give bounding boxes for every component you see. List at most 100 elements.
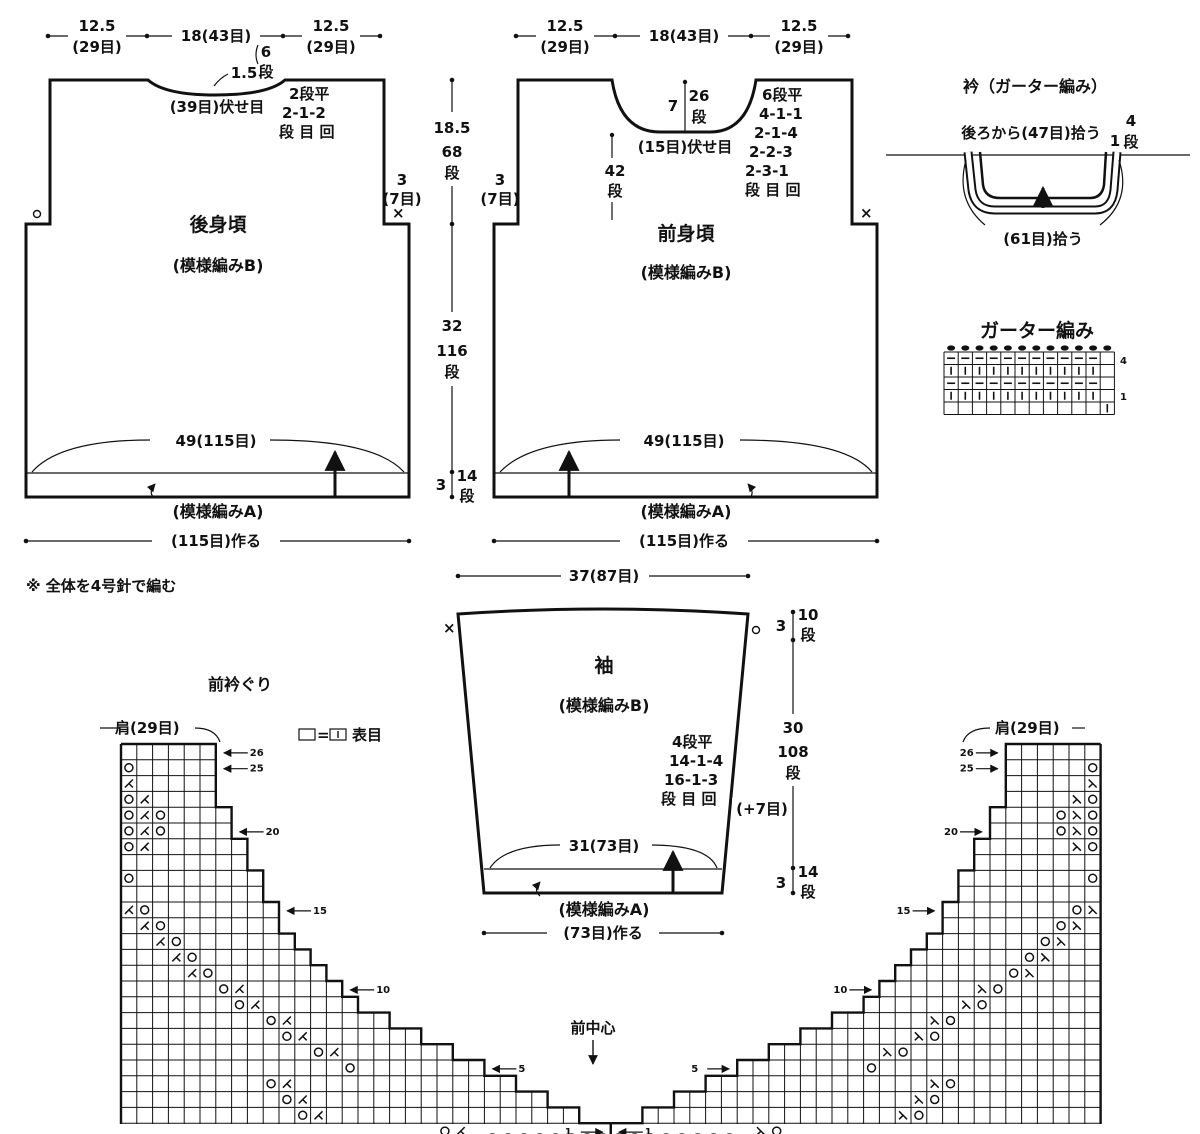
neck-outline-right bbox=[609, 742, 1101, 1134]
decrease-symbol bbox=[329, 1047, 339, 1057]
collar-front-pickup: (61目)拾う bbox=[1003, 230, 1083, 248]
decrease-symbol bbox=[1072, 921, 1082, 931]
front-side-unit: 段 bbox=[607, 182, 622, 200]
front-width: 49(115目) bbox=[644, 432, 725, 450]
garter-purl-mark bbox=[1103, 345, 1112, 351]
row-number-left: 20 bbox=[266, 827, 280, 838]
decrease-symbol bbox=[140, 794, 150, 804]
decrease-symbol bbox=[140, 842, 150, 852]
collar-rows-unit: 段 bbox=[1123, 133, 1138, 151]
body-hem-rows: 14 bbox=[457, 467, 478, 485]
row-number-right: 1 bbox=[565, 1127, 572, 1134]
back-top-left-sts: (29目) bbox=[72, 38, 122, 56]
row-number-left: 5 bbox=[518, 1064, 525, 1075]
row-number-right: 15 bbox=[897, 906, 911, 917]
needle-note: ※ 全体を4号針で編む bbox=[26, 577, 176, 595]
back-hem-curve-left bbox=[31, 439, 151, 473]
back-hem-pattern: (模様編みA) bbox=[172, 502, 263, 521]
row-number-right: 26 bbox=[960, 748, 974, 759]
collar-title: 衿（ガーター編み） bbox=[963, 77, 1107, 96]
body-upper-rows: 68 bbox=[442, 143, 463, 161]
decrease-symbol bbox=[977, 984, 987, 994]
yarn-over-symbol bbox=[1056, 810, 1066, 820]
decrease-symbol bbox=[1072, 794, 1082, 804]
back-neck-dec-3: 段 目 回 bbox=[279, 123, 334, 141]
back-armhole-cm: 3 bbox=[397, 171, 407, 189]
yarn-over-symbol bbox=[155, 920, 166, 931]
front-top-right-width: 12.5 bbox=[780, 17, 817, 35]
garter-purl-mark bbox=[975, 345, 984, 351]
collar-piece: 衿（ガーター編み） 後ろから(47目)拾う 4 1 段 (61目)拾う bbox=[886, 77, 1190, 248]
front-side-rows: 42 bbox=[605, 162, 626, 180]
decrease-symbol bbox=[298, 1094, 308, 1105]
yarn-over-symbol bbox=[124, 794, 134, 805]
yarn-over-symbol bbox=[124, 762, 134, 773]
sleeve-hem-rows: 14 bbox=[798, 863, 819, 881]
yarn-over-symbol bbox=[977, 999, 987, 1010]
row-number-right: 20 bbox=[944, 827, 958, 838]
decrease-symbol bbox=[1072, 842, 1082, 852]
back-armhole-marker-x: × bbox=[392, 204, 405, 222]
yarn-over-symbol bbox=[945, 1078, 956, 1089]
front-hem-pattern: (模様編みA) bbox=[640, 502, 731, 521]
front-neck-dec-6: 段 目 回 bbox=[745, 181, 800, 199]
yarn-over-symbol bbox=[139, 905, 150, 915]
sleeve-top-width: 37(87目) bbox=[569, 567, 639, 585]
right-shoulder-label: 肩(29目) bbox=[995, 719, 1060, 737]
yarn-over-symbol bbox=[297, 1110, 308, 1121]
body-main-cm: 32 bbox=[442, 317, 463, 335]
back-neck-dec-1: 2段平 bbox=[289, 85, 329, 103]
front-pattern: (模様編みB) bbox=[641, 263, 732, 282]
yarn-over-symbol bbox=[345, 1063, 355, 1073]
sleeve-title: 袖 bbox=[594, 654, 613, 677]
decrease-symbol bbox=[282, 1015, 292, 1026]
front-neck-dec-5: 2-3-1 bbox=[745, 162, 789, 180]
front-neck-unit: 段 bbox=[691, 108, 706, 126]
decrease-symbol bbox=[140, 826, 150, 836]
back-top-right-sts: (29目) bbox=[306, 38, 356, 56]
front-top-left-width: 12.5 bbox=[546, 17, 583, 35]
front-title: 前身頃 bbox=[657, 222, 715, 245]
yarn-over-symbol bbox=[993, 984, 1003, 994]
decrease-symbol bbox=[171, 952, 181, 962]
row-number-right: 10 bbox=[833, 985, 847, 996]
front-top-right-sts: (29目) bbox=[774, 38, 824, 56]
decrease-symbol bbox=[187, 968, 197, 978]
yarn-over-symbol bbox=[266, 1015, 276, 1026]
sleeve-marker-x-left: × bbox=[443, 619, 456, 637]
yarn-over-symbol bbox=[1056, 826, 1066, 836]
yarn-over-symbol bbox=[1056, 920, 1066, 931]
yarn-over-symbol bbox=[1072, 905, 1082, 915]
body-upper-unit: 段 bbox=[444, 164, 459, 182]
decrease-symbol bbox=[914, 1031, 924, 1041]
sleeve-inc-total: (+7目) bbox=[736, 800, 788, 818]
decrease-symbol bbox=[1072, 826, 1082, 836]
sleeve-main-unit: 段 bbox=[785, 764, 800, 782]
neck-chart-title: 前衿ぐり bbox=[208, 675, 272, 694]
yarn-over-symbol bbox=[1008, 968, 1019, 978]
sleeve-cast-on: (73目)作る bbox=[563, 924, 643, 942]
sleeve-top-cm: 3 bbox=[776, 617, 786, 635]
garter-purl-mark bbox=[961, 345, 970, 351]
collar-rows-top: 4 bbox=[1126, 112, 1136, 130]
yarn-over-symbol bbox=[1087, 841, 1098, 852]
yarn-over-symbol bbox=[171, 936, 182, 947]
front-neck-dec-1: 6段平 bbox=[762, 86, 802, 104]
yarn-over-symbol bbox=[945, 1015, 956, 1026]
yarn-over-symbol bbox=[155, 810, 166, 820]
sleeve-inc-2: 14-1-4 bbox=[669, 752, 723, 770]
back-top-center-width: 18(43目) bbox=[181, 27, 251, 45]
decrease-symbol bbox=[456, 1126, 466, 1134]
yarn-over-symbol bbox=[155, 826, 166, 836]
yarn-over-symbol bbox=[1087, 826, 1098, 836]
back-neck-dec-2: 2-1-2 bbox=[282, 104, 326, 122]
garter-purl-mark bbox=[1046, 345, 1055, 351]
garter-purl-mark bbox=[1018, 345, 1027, 351]
front-armhole-marker-x: × bbox=[860, 204, 873, 222]
garter-purl-mark bbox=[989, 345, 998, 351]
yarn-over-symbol bbox=[124, 810, 134, 820]
decrease-symbol bbox=[140, 921, 150, 931]
yarn-over-symbol bbox=[203, 968, 213, 978]
back-neck-rows: 6 bbox=[261, 43, 271, 61]
yarn-over-symbol bbox=[218, 984, 229, 994]
